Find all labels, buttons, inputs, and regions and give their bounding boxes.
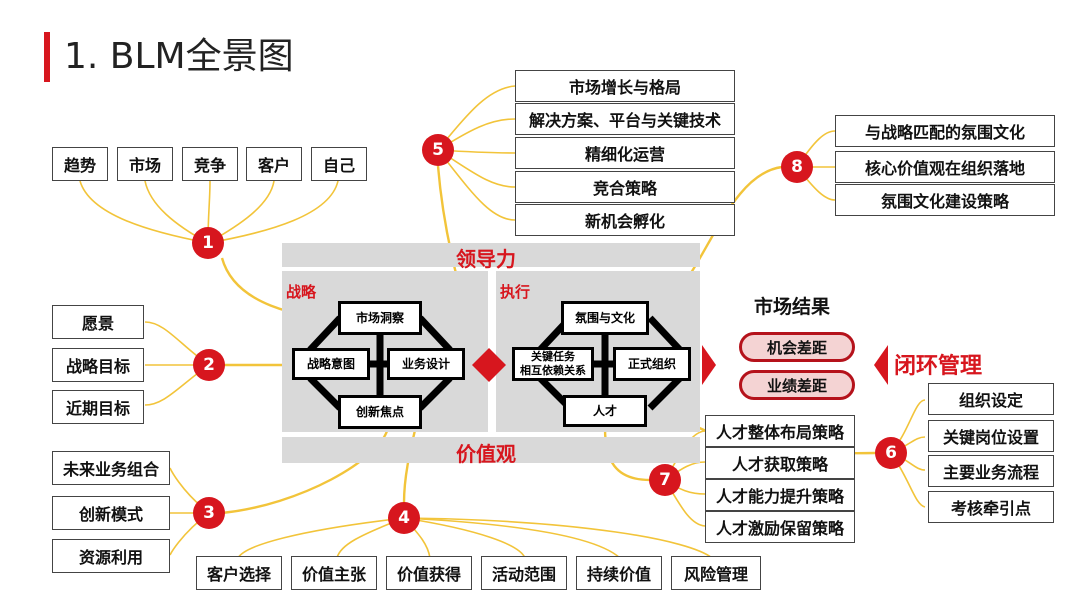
factor-box-market: 市场	[117, 147, 173, 181]
goal-box-vision: 愿景	[52, 305, 144, 339]
design-box-value-proposition: 价值主张	[291, 556, 377, 590]
innovation-focus-box: 创新焦点	[338, 395, 422, 429]
leadership-band	[282, 243, 700, 267]
closed-loop-label: 闭环管理	[894, 354, 983, 379]
leadership-label: 领导力	[456, 247, 516, 271]
opportunity-gap-pill: 机会差距	[739, 332, 855, 362]
marker-8: 8	[781, 151, 813, 183]
factor-box-customer: 客户	[246, 147, 302, 181]
talent-box-capability: 人才能力提升策略	[705, 479, 855, 511]
talent-box-layout: 人才整体布局策略	[705, 415, 855, 447]
org-box-processes: 主要业务流程	[928, 455, 1054, 487]
culture-box-building: 氛围文化建设策略	[835, 184, 1055, 216]
culture-box-core-values: 核心价值观在组织落地	[835, 151, 1055, 183]
task-box-new-opportunity: 新机会孵化	[515, 204, 735, 236]
talent-box-retention: 人才激励保留策略	[705, 511, 855, 543]
culture-box-aligned: 与战略匹配的氛围文化	[835, 115, 1055, 147]
formal-org-box: 正式组织	[613, 347, 691, 381]
performance-gap-pill: 业绩差距	[739, 370, 855, 400]
factor-box-competition: 竞争	[182, 147, 238, 181]
values-band	[282, 437, 700, 463]
marker-1: 1	[192, 227, 224, 259]
goal-box-near-term: 近期目标	[52, 390, 144, 424]
marker-5: 5	[422, 134, 454, 166]
talent-box: 人才	[563, 395, 647, 427]
innovation-box-resources: 资源利用	[52, 539, 170, 573]
marker-4: 4	[388, 502, 420, 534]
org-box-key-positions: 关键岗位设置	[928, 420, 1054, 452]
marker-6: 6	[875, 437, 907, 469]
task-box-operations: 精细化运营	[515, 137, 735, 169]
task-box-solutions: 解决方案、平台与关键技术	[515, 103, 735, 135]
innovation-box-mode: 创新模式	[52, 496, 170, 530]
market-insight-box: 市场洞察	[338, 301, 422, 335]
task-box-coopetition: 竞合策略	[515, 171, 735, 203]
talent-box-acquisition: 人才获取策略	[705, 447, 855, 479]
values-label: 价值观	[456, 442, 516, 466]
design-box-sustained-value: 持续价值	[576, 556, 662, 590]
marker-2: 2	[193, 349, 225, 381]
design-box-activity-scope: 活动范围	[481, 556, 567, 590]
design-box-value-capture: 价值获得	[386, 556, 472, 590]
task-box-market-growth: 市场增长与格局	[515, 70, 735, 102]
factor-box-trend: 趋势	[52, 147, 108, 181]
business-design-box: 业务设计	[387, 348, 465, 380]
market-results-title: 市场结果	[754, 296, 831, 318]
goal-box-strategic: 战略目标	[52, 348, 144, 382]
page-title: 1. BLM全景图	[64, 36, 294, 77]
marker-3: 3	[193, 497, 225, 529]
design-box-customer-selection: 客户选择	[196, 556, 282, 590]
factor-box-self: 自己	[311, 147, 367, 181]
title-accent-bar	[44, 32, 50, 82]
execution-label: 执行	[500, 283, 531, 301]
org-box-kpi: 考核牵引点	[928, 491, 1054, 523]
strategic-intent-box: 战略意图	[292, 348, 370, 380]
marker-7: 7	[649, 464, 681, 496]
design-box-risk-management: 风险管理	[671, 556, 761, 590]
strategy-label: 战略	[286, 283, 317, 301]
innovation-box-portfolio: 未来业务组合	[52, 451, 170, 485]
org-box-setup: 组织设定	[928, 383, 1054, 415]
culture-box: 氛围与文化	[561, 301, 649, 335]
key-tasks-box: 关键任务 相互依赖关系	[512, 347, 594, 381]
